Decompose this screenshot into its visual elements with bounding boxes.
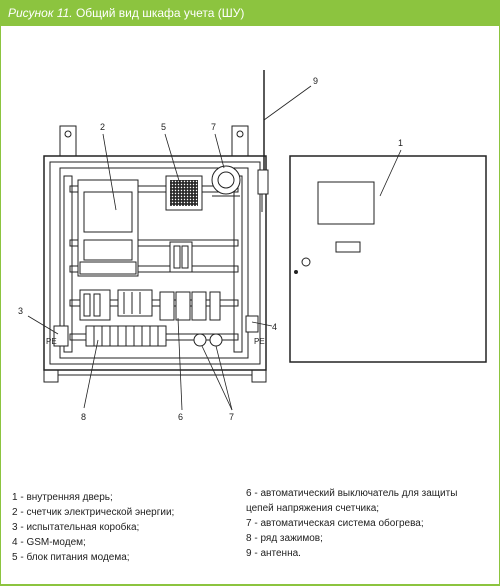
pe-label-right: PE <box>254 337 265 346</box>
callout-4: 4 <box>272 322 277 332</box>
callout-7-top: 7 <box>211 122 216 132</box>
callout-9: 9 <box>313 76 318 86</box>
callout-6: 6 <box>178 412 183 422</box>
test-box <box>53 325 69 347</box>
legend-item: 8 - ряд зажимов; <box>246 533 323 544</box>
legend-item: 4 - GSM-модем; <box>12 537 86 548</box>
callout-7-bottom: 7 <box>229 412 234 422</box>
legend: 1 - внутренняя дверь; 2 - счетчик электр… <box>0 480 500 580</box>
legend-column-left: 1 - внутренняя дверь; 2 - счетчик электр… <box>12 490 174 565</box>
callout-1: 1 <box>398 138 403 148</box>
cabinet-drawing: 1 2 3 4 5 6 7 7 8 9 PE PE <box>18 70 487 422</box>
figure-title: Рисунок 11. Общий вид шкафа учета (ШУ) <box>8 6 244 20</box>
legend-item: 5 - блок питания модема; <box>12 552 130 563</box>
heater-bottom <box>193 333 223 347</box>
legend-item: 1 - внутренняя дверь; <box>12 492 113 503</box>
figure-caption: Общий вид шкафа учета (ШУ) <box>72 6 245 20</box>
pe-label-left: PE <box>46 337 57 346</box>
legend-column-right: 6 - автоматический выключатель для защит… <box>246 486 457 561</box>
callout-3: 3 <box>18 306 23 316</box>
callout-labels: 1 2 3 4 5 6 7 7 8 9 <box>18 76 403 422</box>
figure-label: Рисунок 11. <box>8 6 73 20</box>
modem-power-supply <box>165 175 203 211</box>
callout-8: 8 <box>81 412 86 422</box>
figure-header: Рисунок 11. Общий вид шкафа учета (ШУ) <box>0 0 500 26</box>
antenna <box>257 70 269 212</box>
footer-bar <box>0 584 500 586</box>
pe-labels: PE PE <box>46 337 265 346</box>
heating-unit <box>211 165 241 197</box>
callout-2: 2 <box>100 122 105 132</box>
legend-item: цепей напряжения счетчика; <box>246 503 380 514</box>
legend-item: 6 - автоматический выключатель для защит… <box>246 488 458 499</box>
circuit-breakers <box>159 291 221 321</box>
callout-5: 5 <box>161 122 166 132</box>
legend-item: 3 - испытательная коробка; <box>12 522 140 533</box>
legend-item: 9 - антенна. <box>246 548 301 559</box>
leader-lines <box>27 85 402 411</box>
gsm-modem-row <box>79 289 153 321</box>
legend-item: 7 - автоматическая система обогрева; <box>246 518 424 529</box>
cabinet-door-closed <box>289 155 487 363</box>
terminal-row <box>85 325 167 347</box>
modem-side-box <box>245 315 259 333</box>
rail-devices-mid <box>169 241 193 273</box>
legend-item: 2 - счетчик электрической энергии; <box>12 507 175 518</box>
electricity-meter <box>77 179 139 277</box>
